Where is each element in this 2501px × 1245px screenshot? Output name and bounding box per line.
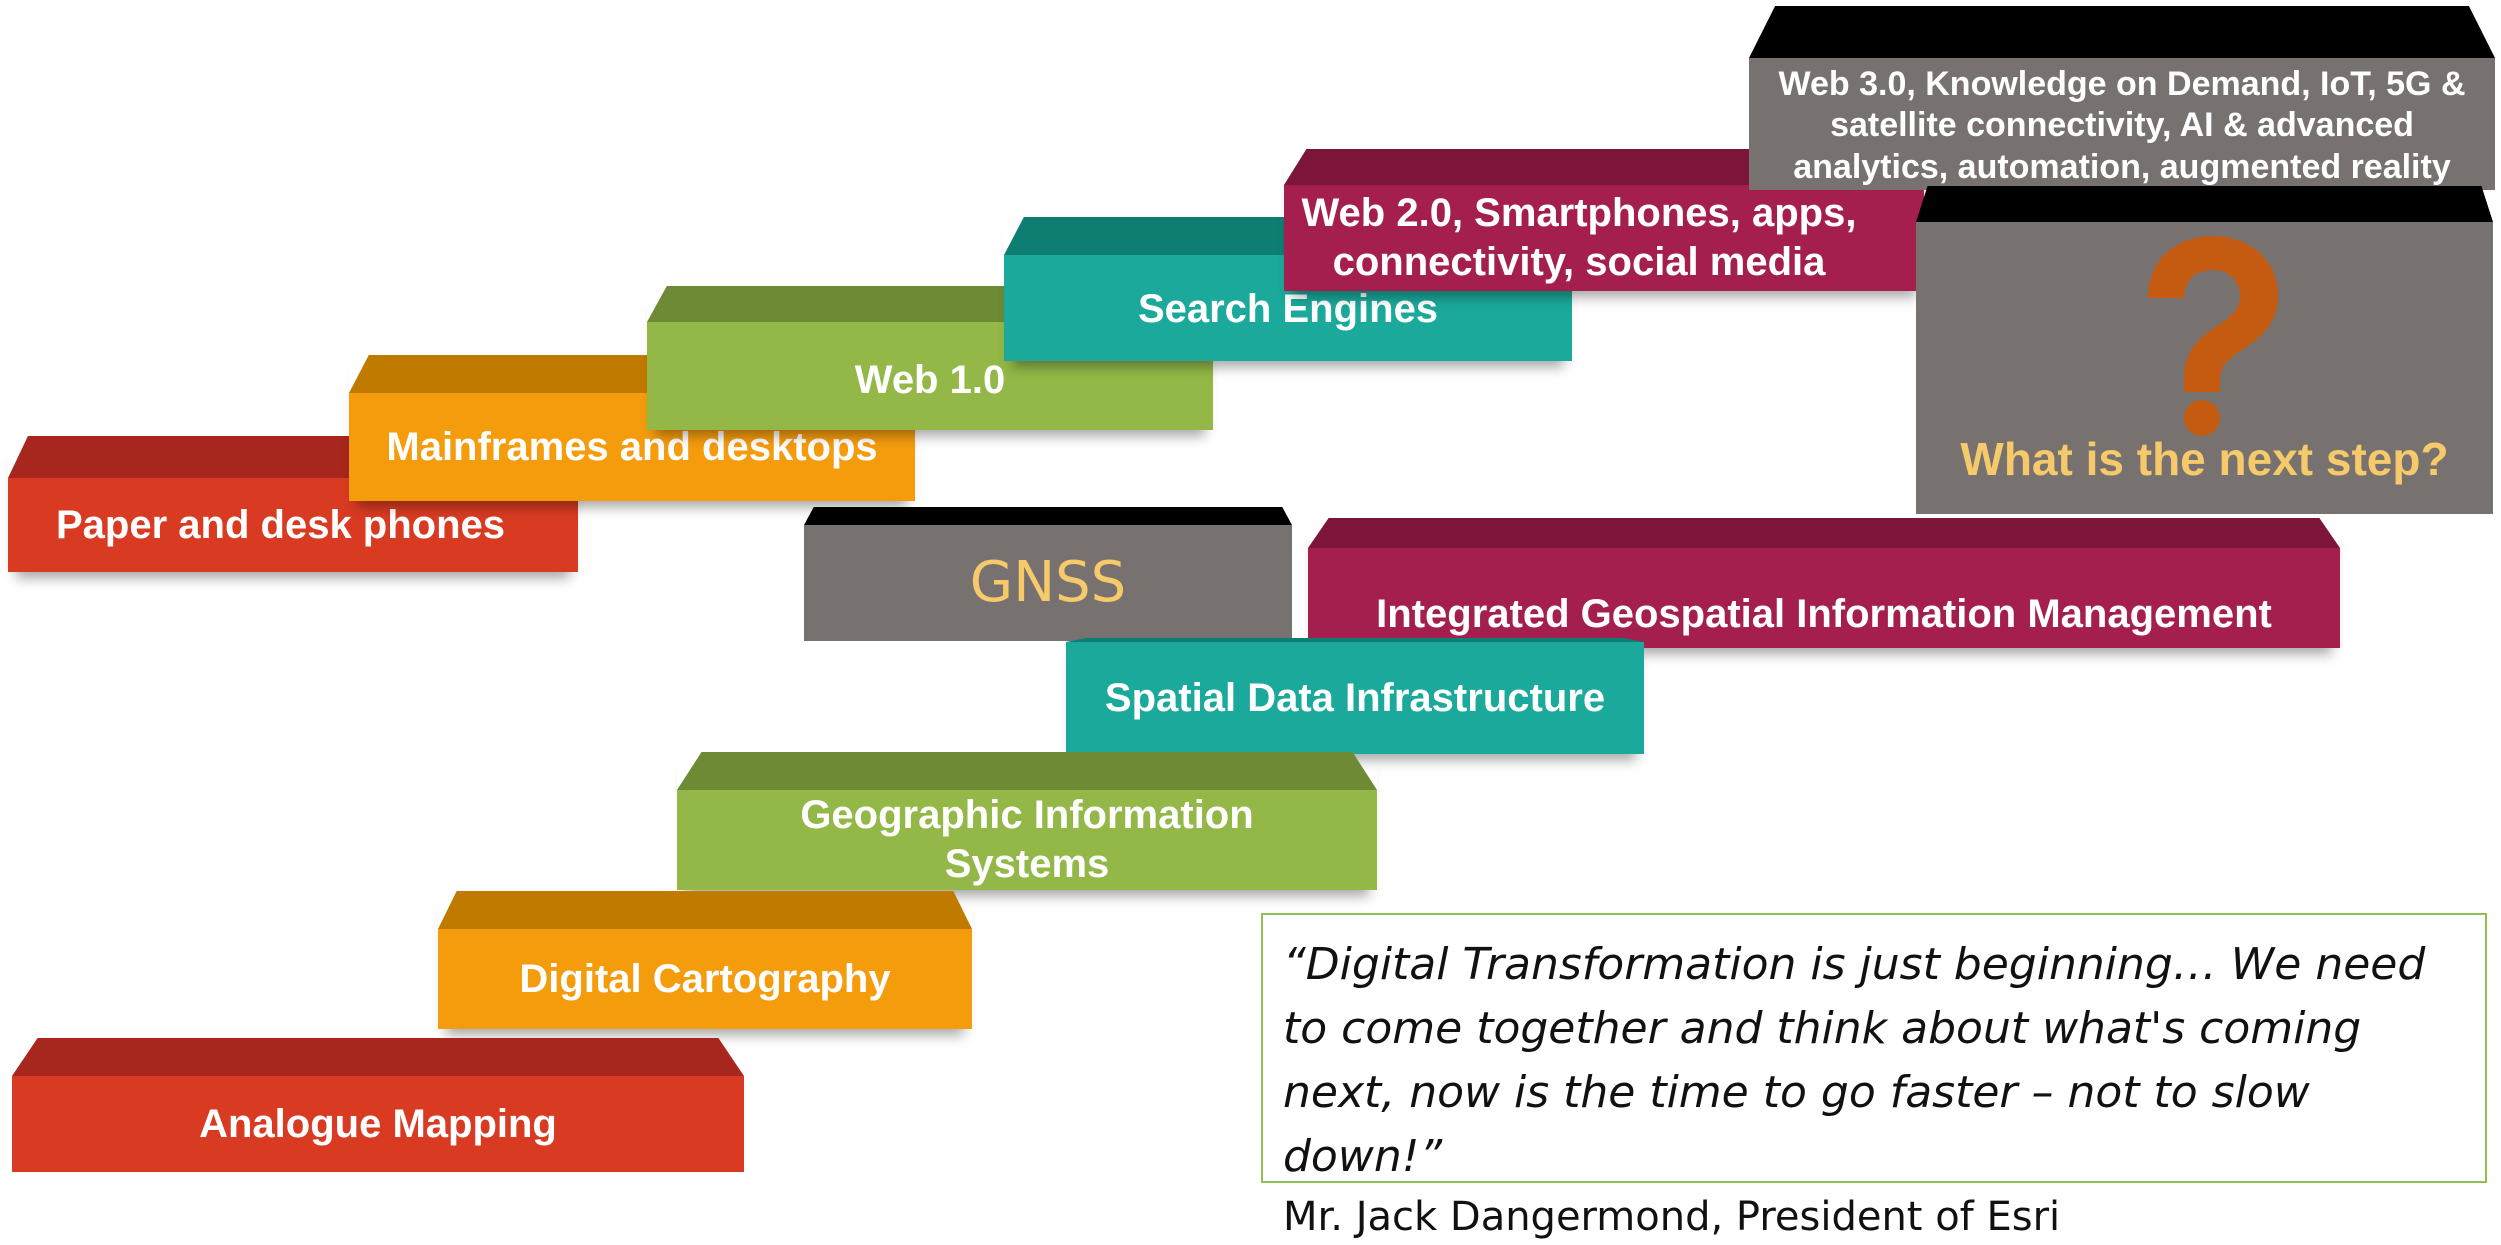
next-step-top — [1916, 186, 2493, 222]
quote-author: Mr. Jack Dangermond, President of Esri — [1283, 1194, 2061, 1240]
step-web-3: Web 3.0, Knowledge on Demand, IoT, 5G & … — [1749, 6, 2495, 190]
next-step-label: What is the next step? — [1960, 433, 2449, 485]
step-label: Web 3.0, Knowledge on Demand, IoT, 5G & … — [1749, 58, 2495, 190]
quote-box: “Digital Transformation is just beginnin… — [1261, 913, 2487, 1240]
step-label: Web 2.0, Smartphones, apps, connectivity… — [1284, 185, 1924, 291]
step-label: Mainframes and desktops — [349, 393, 915, 501]
quote-text: “Digital Transformation is just beginnin… — [1283, 939, 2426, 1182]
question-mark-icon — [2148, 236, 2278, 436]
step-spatial-data-infrastructure: Spatial Data Infrastructure — [1066, 638, 1644, 754]
step-geographic-information-systems: Geographic Information Systems — [677, 752, 1377, 890]
step-digital-cartography: Digital Cartography — [438, 891, 972, 1029]
step-label: Geographic Information Systems — [677, 790, 1377, 890]
step-analogue-mapping: Analogue Mapping — [12, 1038, 744, 1172]
step-igim: Integrated Geospatial Information Manage… — [1308, 518, 2340, 648]
step-label: GNSS — [804, 525, 1292, 641]
step-gnss: GNSS — [804, 507, 1292, 641]
step-label: Integrated Geospatial Information Manage… — [1308, 548, 2340, 648]
step-label: Analogue Mapping — [12, 1076, 744, 1172]
step-label: Spatial Data Infrastructure — [1066, 642, 1644, 754]
next-step-box: What is the next step? — [1916, 186, 2493, 514]
step-label: Digital Cartography — [438, 929, 972, 1029]
